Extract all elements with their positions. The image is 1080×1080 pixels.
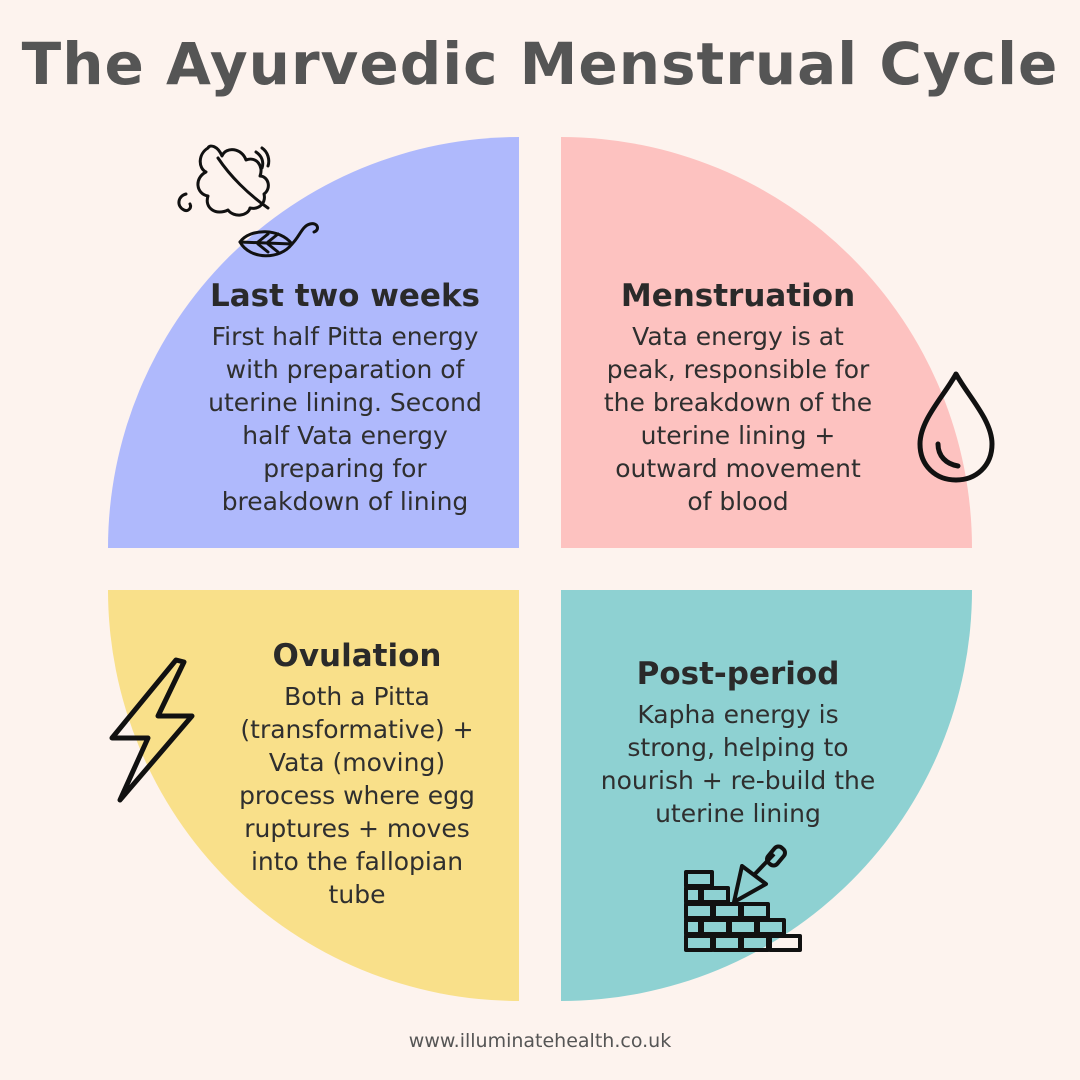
quadrant-menstruation (561, 137, 972, 548)
bricks-trowel-icon (684, 844, 802, 952)
last-two-weeks-heading: Last two weeks (209, 278, 481, 314)
menstruation-text: Menstruation Vata energy is at peak, res… (563, 278, 913, 518)
drop-icon (917, 371, 995, 483)
ovulation-text: Ovulation Both a Pitta (transformative) … (197, 638, 517, 911)
post-period-body: Kapha energy is strong, helping to nouri… (600, 700, 876, 828)
footer-url: www.illuminatehealth.co.uk (408, 1030, 672, 1052)
post-period-text: Post-period Kapha energy is strong, help… (563, 656, 913, 830)
last-two-weeks-text: Last two weeks First half Pitta energy w… (170, 278, 520, 518)
ovulation-body: Both a Pitta (transformative) + Vata (mo… (239, 682, 475, 909)
quadrant-post-period (561, 590, 972, 1001)
menstruation-heading: Menstruation (620, 278, 856, 314)
lightning-icon (109, 657, 195, 803)
menstruation-body: Vata energy is at peak, responsible for … (603, 322, 873, 516)
leaves-icon (177, 144, 319, 258)
last-two-weeks-body: First half Pitta energy with preparation… (208, 322, 482, 516)
quadrant-ovulation (108, 590, 519, 1001)
quadrant-last-two-weeks (108, 137, 519, 548)
ovulation-heading: Ovulation (272, 638, 442, 674)
post-period-heading: Post-period (636, 656, 840, 692)
page-title: The Ayurvedic Menstrual Cycle (21, 30, 1059, 98)
